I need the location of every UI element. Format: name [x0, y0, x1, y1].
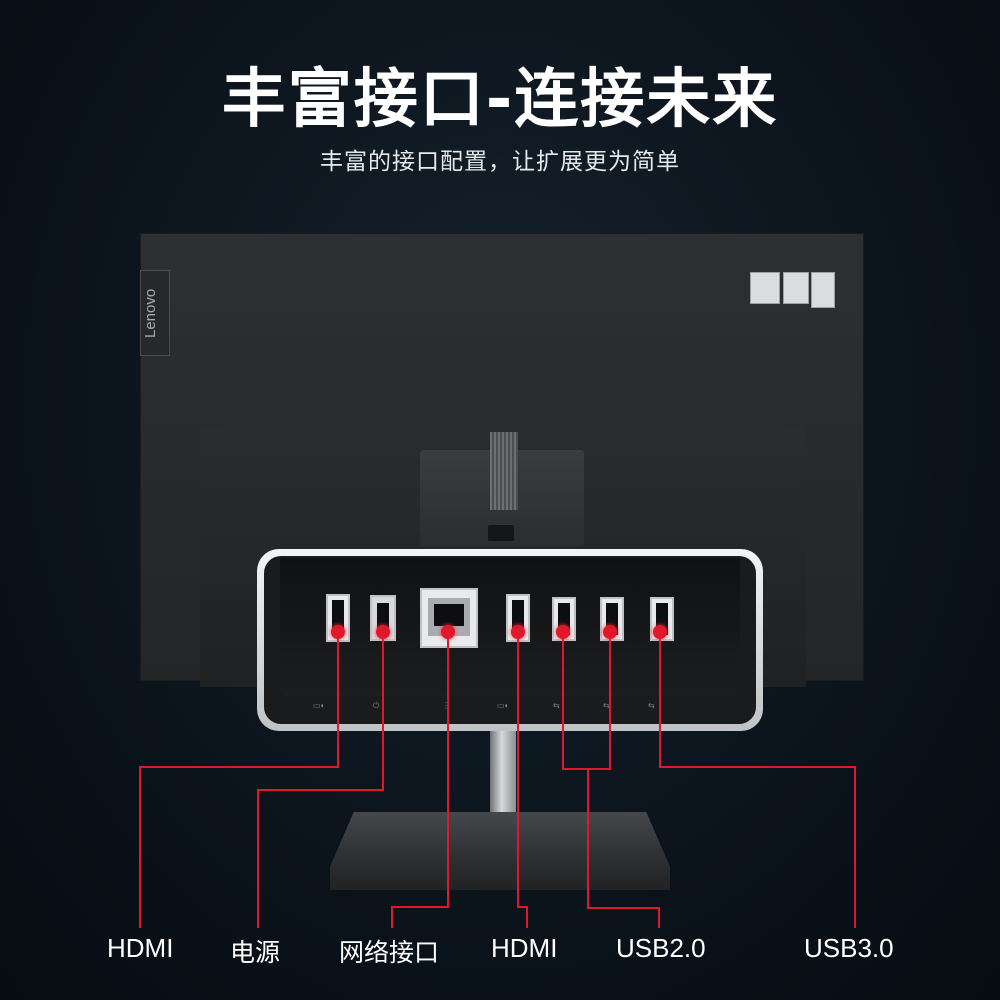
callout-line-hdmi-1: [139, 632, 339, 928]
sticker-qr: [811, 272, 835, 308]
label-hdmi-2: HDMI: [491, 933, 558, 963]
port-marker-usb2-2: [603, 625, 617, 639]
callout-line-ethernet: [391, 632, 449, 928]
stand-base: [330, 812, 670, 890]
port-marker-hdmi-1: [331, 625, 345, 639]
sticker-os: [783, 272, 809, 304]
usb-glyph-icon-2: ⇆: [603, 701, 610, 710]
page-subtitle: 丰富的接口配置，让扩展更为简单: [320, 149, 680, 175]
label-power: 电源: [230, 938, 281, 967]
power-glyph-icon: ⏻: [373, 701, 380, 710]
port-marker-usb2-1: [556, 625, 570, 639]
port-marker-usb3: [653, 625, 667, 639]
hdmi-glyph-icon-2: ▭◐: [497, 701, 510, 710]
page-title: 丰富接口-连接未来: [221, 63, 779, 137]
label-usb2: USB2.0: [616, 933, 706, 963]
callout-line-usb2: [562, 632, 660, 928]
hinge-label-sticker: [490, 432, 518, 510]
label-usb3: USB3.0: [804, 933, 894, 963]
callout-line-power: [257, 632, 384, 928]
port-marker-hdmi-2: [511, 625, 525, 639]
label-hdmi-1: HDMI: [107, 933, 174, 963]
label-network: 网络接口: [339, 938, 440, 967]
callout-line-usb3: [659, 632, 856, 928]
callout-line-hdmi-2: [517, 632, 528, 928]
cable-clip: [488, 525, 514, 541]
sticker-cpu: [750, 272, 780, 304]
usb3-glyph-icon: ⇆: [648, 701, 655, 710]
port-marker-ethernet: [441, 625, 455, 639]
network-glyph-icon: ⋮: [442, 701, 450, 710]
usb-glyph-icon: ⇆: [553, 701, 560, 710]
port-marker-power: [376, 625, 390, 639]
hdmi-glyph-icon: ▭◐: [313, 701, 326, 710]
brand-strip: [140, 270, 170, 356]
